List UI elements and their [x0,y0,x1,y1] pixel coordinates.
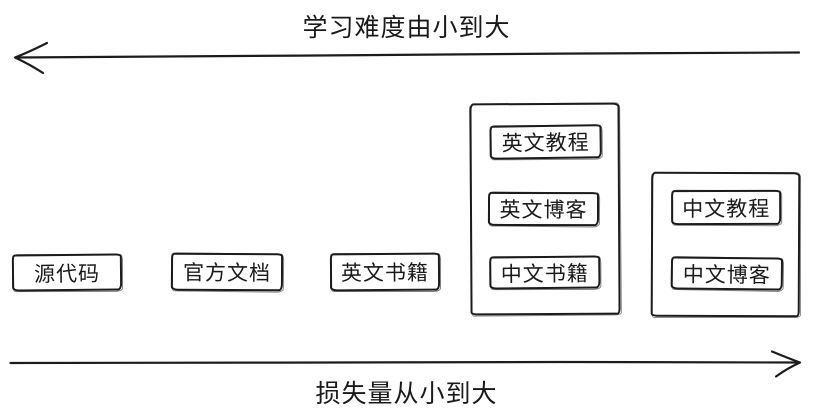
box-english-books-label: 英文书籍 [340,261,430,286]
group-box-english-chinese-mix: 英文教程 英文博客 中文书籍 [469,102,621,316]
box-chinese-tutorials-label: 中文教程 [682,197,771,221]
box-english-books: 英文书籍 [329,252,441,292]
group-box-chinese: 中文教程 中文博客 [650,171,801,318]
right-arrow-shaft [9,360,801,365]
box-official-docs-label: 官方文档 [182,261,272,286]
box-chinese-books-label: 中文书籍 [500,262,589,286]
right-arrow [9,350,802,378]
left-arrow [13,41,801,75]
box-chinese-books: 中文书籍 [489,255,601,290]
left-arrowhead-icon [13,41,49,75]
right-arrowhead-icon [770,350,802,378]
top-axis-label: 学习难度由小到大 [302,14,511,42]
bottom-axis-label: 损失量从小到大 [315,380,498,408]
box-english-blogs: 英文博客 [487,191,600,227]
box-source-code: 源代码 [11,253,123,292]
box-english-tutorials: 英文教程 [489,124,602,160]
box-english-tutorials-label: 英文教程 [501,131,590,156]
box-chinese-tutorials: 中文教程 [671,189,782,226]
left-arrow-shaft [14,51,801,59]
box-official-docs: 官方文档 [170,252,284,292]
box-chinese-blogs: 中文博客 [670,256,784,291]
box-chinese-blogs-label: 中文博客 [682,263,771,287]
box-english-blogs-label: 英文博客 [499,198,588,223]
box-source-code-label: 源代码 [33,262,101,286]
